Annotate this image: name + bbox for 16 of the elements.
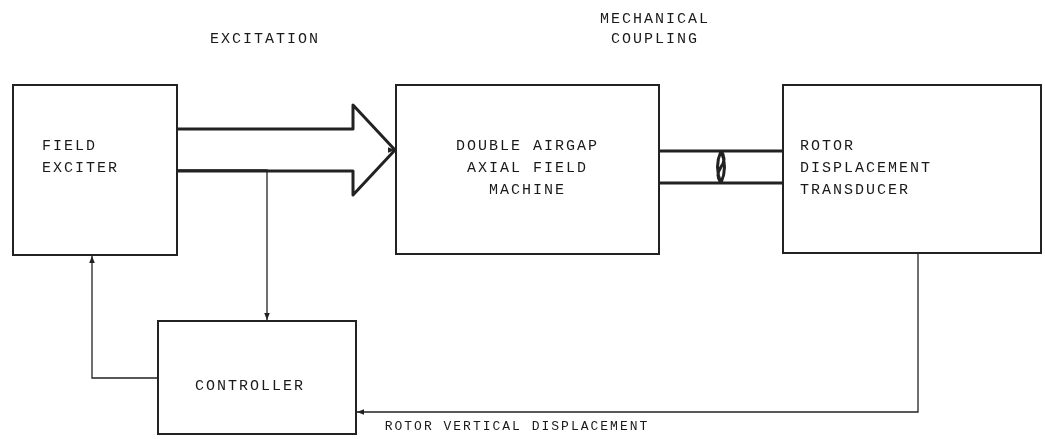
box-label: ROTOR DISPLACEMENT TRANSDUCER xyxy=(800,137,934,201)
block-arrow xyxy=(176,103,397,197)
annotation-label: MECHANICAL COUPLING xyxy=(599,10,711,49)
process-box xyxy=(12,84,178,256)
box-label: FIELD EXCITER xyxy=(42,137,120,179)
box-label: DOUBLE AIRGAP AXIAL FIELD MACHINE xyxy=(455,137,600,201)
process-box xyxy=(157,320,357,435)
annotation-label: EXCITATION xyxy=(209,30,321,50)
arrow xyxy=(356,253,919,415)
process-box xyxy=(782,84,1042,254)
box-label: CONTROLLER xyxy=(195,377,306,397)
edge-label: ROTOR VERTICAL DISPLACEMENT xyxy=(383,419,651,436)
arrow xyxy=(177,169,270,321)
coupling-shaft-drawing xyxy=(658,149,784,185)
arrow xyxy=(89,255,158,379)
process-box xyxy=(395,84,660,255)
